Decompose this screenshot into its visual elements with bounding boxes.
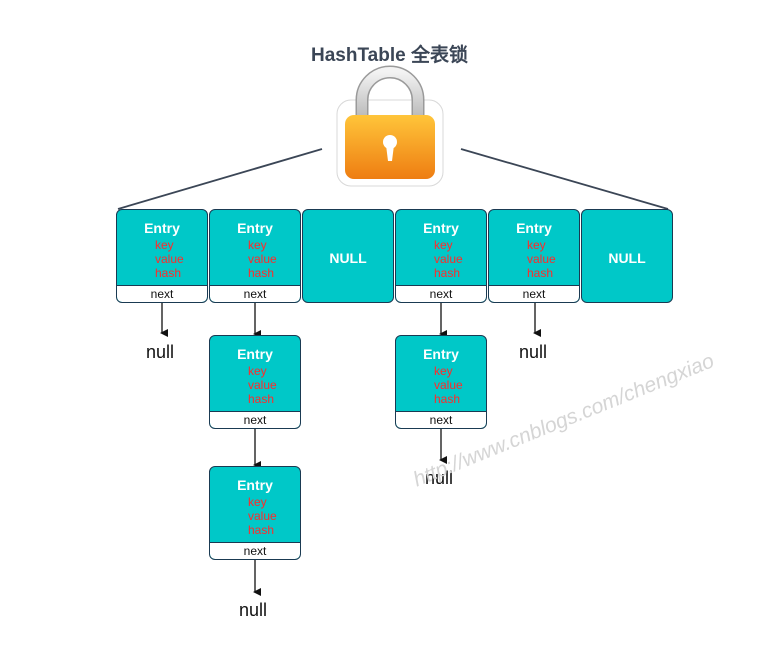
null-bucket-label: NULL [608,250,646,266]
bucket-entry-5: Entry key value hash next [488,209,580,303]
chain-entry-2a: Entry key value hash next [209,335,301,429]
entry-hash: hash [434,392,461,406]
entry-next: next [210,411,300,428]
null-terminator-2: null [239,600,268,620]
null-terminator-4: null [425,468,454,488]
chain-entry-4a: Entry key value hash next [395,335,487,429]
entry-next: next [210,285,300,302]
entry-label: Entry [144,220,180,236]
entry-value: value [527,252,556,266]
entry-value: value [248,509,277,523]
entry-hash: hash [248,266,275,280]
entry-next: next [489,285,579,302]
entry-next: next [396,411,486,428]
entry-key: key [248,364,267,378]
entry-next: next [396,285,486,302]
bucket-entry-4: Entry key value hash next [395,209,487,303]
entry-next: next [210,542,300,559]
chain-entry-2b: Entry key value hash next [209,466,301,560]
entry-label: Entry [423,220,459,236]
bucket-entry-1: Entry key value hash next [116,209,208,303]
lock-icon [336,65,444,187]
entry-key: key [527,238,546,252]
null-terminator-1: null [146,342,175,362]
lock-line-right [460,148,669,210]
entry-key: key [248,495,267,509]
bucket-null-6: NULL [581,209,673,303]
entry-label: Entry [237,477,273,493]
entry-hash: hash [434,266,461,280]
diagram-title: HashTable 全表锁 [311,45,468,66]
entry-label: Entry [237,346,273,362]
entry-hash: hash [248,392,275,406]
bucket-null-3: NULL [302,209,394,303]
entry-next: next [117,285,207,302]
entry-key: key [248,238,267,252]
entry-key: key [155,238,174,252]
entry-key: key [434,238,453,252]
null-bucket-label: NULL [329,250,367,266]
entry-label: Entry [237,220,273,236]
entry-label: Entry [423,346,459,362]
entry-value: value [155,252,184,266]
lock-line-left [117,148,323,210]
entry-value: value [434,378,463,392]
entry-hash: hash [527,266,554,280]
entry-key: key [434,364,453,378]
null-terminator-5: null [519,342,548,362]
entry-value: value [248,378,277,392]
entry-label: Entry [516,220,552,236]
entry-value: value [248,252,277,266]
bucket-entry-2: Entry key value hash next [209,209,301,303]
entry-value: value [434,252,463,266]
entry-hash: hash [248,523,275,537]
entry-hash: hash [155,266,182,280]
